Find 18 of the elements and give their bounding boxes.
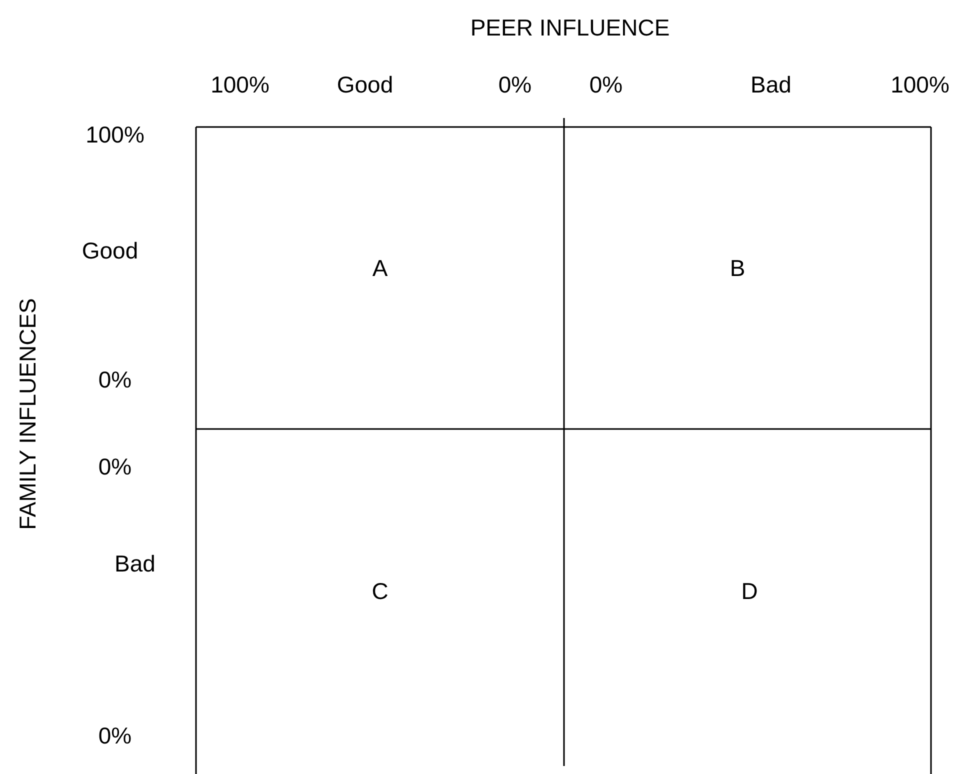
- tick-label: 0%: [98, 722, 132, 750]
- tick-label: 0%: [98, 366, 132, 394]
- quadrant-letter: B: [730, 254, 746, 282]
- tick-label: 0%: [498, 72, 532, 98]
- tick-label: 100%: [890, 72, 950, 98]
- tick-label: Bad: [750, 72, 792, 98]
- quadrant-letter: A: [372, 254, 388, 282]
- quadrant-letter: D: [741, 578, 758, 605]
- tick-label: 100%: [210, 72, 270, 98]
- tick-label: 0%: [98, 454, 132, 480]
- tick-label: 100%: [86, 122, 144, 148]
- tick-label: Bad: [114, 550, 156, 578]
- axis-title: PEER INFLUENCE: [470, 14, 670, 42]
- tick-label: 0%: [589, 72, 623, 98]
- axis-title: FAMILY INFLUENCES: [14, 298, 42, 530]
- quadrant-letter: C: [372, 578, 388, 605]
- tick-label: Good: [82, 238, 138, 264]
- tick-label: Good: [336, 72, 394, 98]
